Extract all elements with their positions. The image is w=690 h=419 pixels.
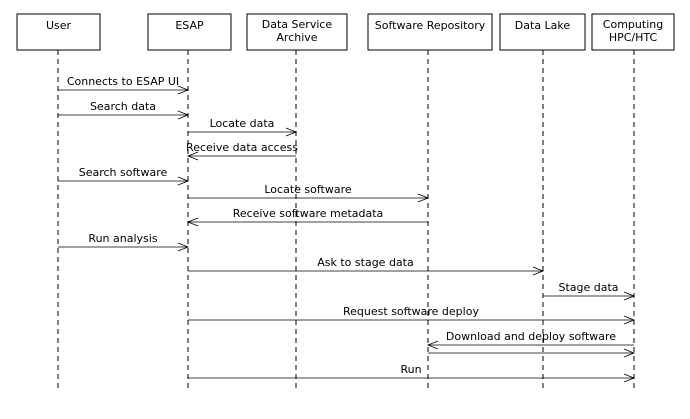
arrowhead-icon	[417, 193, 430, 203]
message-3: Locate data	[188, 117, 298, 137]
participant-label-dsa-1: Data Service	[262, 18, 333, 31]
arrowhead-icon	[177, 242, 190, 252]
arrowhead-icon	[186, 217, 199, 227]
participant-box-dsa	[246, 13, 348, 51]
arrowhead-icon	[623, 348, 636, 358]
message-label: Stage data	[558, 281, 618, 294]
message-label: Search data	[90, 100, 156, 113]
message-10: Stage data	[543, 281, 636, 301]
message-label: Connects to ESAP UI	[67, 75, 179, 88]
arrowhead-icon	[186, 151, 199, 161]
participant-label-dsa-2: Archive	[276, 31, 317, 44]
arrowhead-icon	[623, 373, 636, 383]
arrowhead-icon	[623, 315, 636, 325]
message-1: Connects to ESAP UI	[58, 75, 190, 95]
participant-label-datalake: Data Lake	[515, 19, 571, 32]
message-label: Ask to stage data	[317, 256, 413, 269]
participant-swrepo: Software Repository	[367, 13, 493, 51]
arrowhead-icon	[177, 110, 190, 120]
arrowhead-icon	[532, 266, 545, 276]
arrowhead-icon	[623, 291, 636, 301]
message-label: Receive software metadata	[233, 207, 384, 220]
message-label: Run	[400, 363, 421, 376]
message-label: Receive data access	[186, 141, 298, 154]
participant-label-computing-1: Computing	[603, 18, 663, 31]
message-6: Locate software	[188, 183, 430, 203]
participant-esap: ESAP	[147, 13, 232, 51]
arrowhead-icon	[285, 127, 298, 137]
arrowhead-icon	[426, 340, 439, 350]
message-label: Locate data	[210, 117, 275, 130]
message-14: Run	[188, 363, 636, 383]
message-7: Receive software metadata	[186, 207, 428, 227]
message-8: Run analysis	[58, 232, 190, 252]
message-label: Locate software	[264, 183, 352, 196]
message-label: Search software	[79, 166, 168, 179]
participant-box-user	[16, 13, 101, 51]
message-12: Download and deploy software	[426, 330, 634, 350]
participant-datalake: Data Lake	[499, 13, 586, 51]
participant-box-esap	[147, 13, 232, 51]
participant-label-user: User	[46, 19, 72, 32]
message-11: Request software deploy	[188, 305, 636, 325]
message-label: Download and deploy software	[446, 330, 616, 343]
participant-box-datalake	[499, 13, 586, 51]
message-2: Search data	[58, 100, 190, 120]
participant-box-swrepo	[367, 13, 493, 51]
message-label: Run analysis	[88, 232, 157, 245]
message-4: Receive data access	[186, 141, 298, 161]
participant-label-esap: ESAP	[175, 19, 204, 32]
message-5: Search software	[58, 166, 190, 186]
message-13	[428, 348, 636, 358]
message-label: Request software deploy	[343, 305, 479, 318]
participant-box-computing	[591, 13, 675, 51]
participant-user: User	[16, 13, 101, 51]
participant-label-computing-2: HPC/HTC	[609, 31, 658, 44]
arrowhead-icon	[177, 176, 190, 186]
lifelines	[57, 50, 635, 392]
arrowhead-icon	[177, 85, 190, 95]
message-9: Ask to stage data	[188, 256, 545, 276]
participant-label-swrepo: Software Repository	[375, 19, 486, 32]
